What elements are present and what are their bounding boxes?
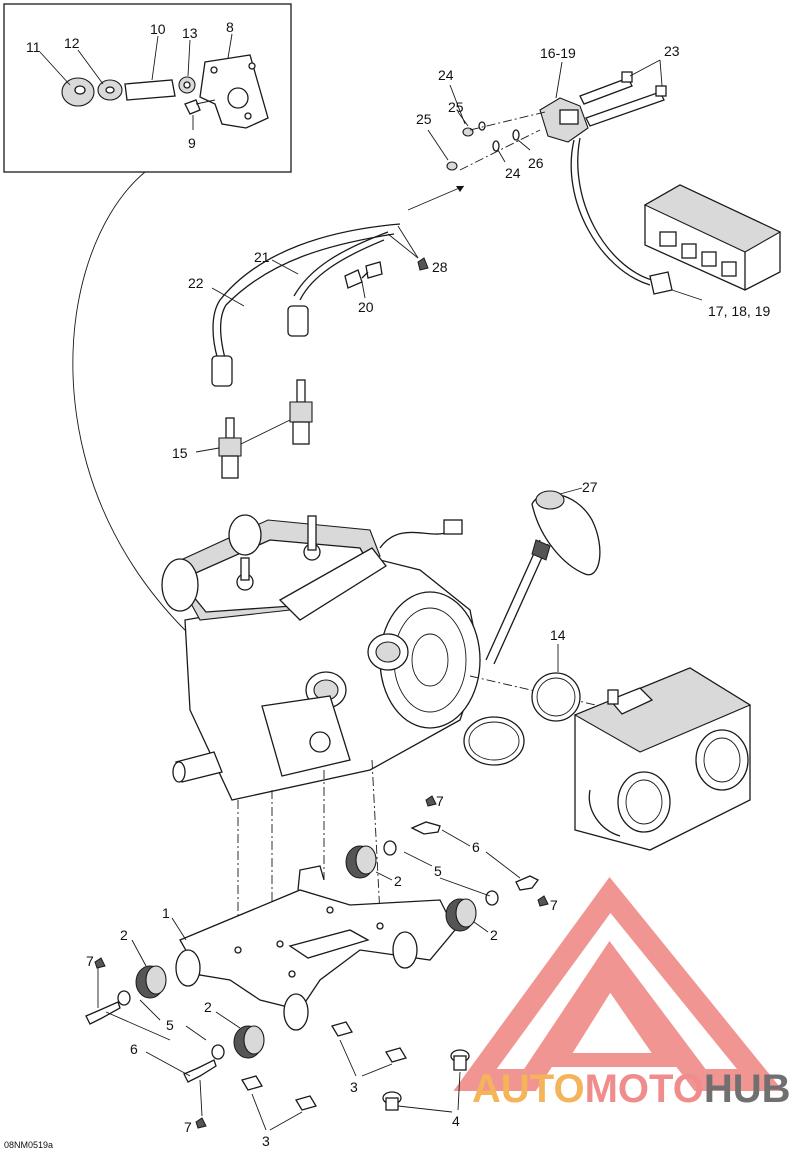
callout-labels: 11 12 10 13 8 9 24 25 25 24 26 16-19 23 …: [26, 19, 770, 1149]
watermark-part2: MOTO: [585, 1067, 704, 1111]
electronic-module: [643, 184, 782, 301]
callout-17-18-19: 17, 18, 19: [708, 303, 770, 319]
callout-5-b: 5: [166, 1017, 174, 1033]
callout-11: 11: [26, 39, 41, 55]
callout-3-a: 3: [350, 1079, 358, 1095]
rubber-mounts: [131, 845, 489, 1059]
callout-23: 23: [664, 43, 680, 59]
ignition-wires: [211, 185, 465, 387]
bolt: [184, 99, 201, 115]
callout-6-b: 6: [130, 1041, 138, 1057]
callout-26: 26: [528, 155, 544, 171]
watermark-part1: AUTO: [472, 1067, 585, 1111]
callout-7-d: 7: [184, 1119, 192, 1135]
callout-2-b: 2: [490, 927, 498, 943]
watermark-logo: [453, 876, 784, 1091]
flange-nuts: [241, 1021, 407, 1131]
callout-25: 25: [416, 111, 432, 127]
engine-mount: [171, 865, 456, 1031]
diagram-code: 08NM0519a: [4, 1140, 53, 1150]
callout-5-a: 5: [434, 863, 442, 879]
callout-4: 4: [452, 1113, 460, 1129]
callout-12: 12: [64, 35, 80, 51]
callout-6-a: 6: [472, 839, 480, 855]
watermark-part3: HUB: [704, 1067, 791, 1111]
callout-2-d: 2: [204, 999, 212, 1015]
hose-clamps: [463, 644, 581, 766]
callout-22: 22: [188, 275, 204, 291]
callout-20: 20: [358, 299, 374, 315]
callout-1: 1: [162, 905, 170, 921]
callout-24-top: 24: [438, 67, 454, 83]
callout-2-c: 2: [120, 927, 128, 943]
callout-13: 13: [182, 25, 198, 41]
engine-block: [161, 514, 601, 980]
watermark-text: AUTOMOTOHUB: [472, 1067, 791, 1111]
callout-8: 8: [226, 19, 234, 35]
callout-7-a: 7: [436, 793, 444, 809]
callout-21: 21: [254, 249, 270, 265]
callout-28: 28: [432, 259, 448, 275]
shoulder-bolts: [382, 1049, 470, 1113]
callout-15: 15: [172, 445, 188, 461]
carburetor-assembly: [573, 667, 752, 851]
inset-detail-box: [3, 3, 292, 173]
callout-16-19: 16-19: [540, 45, 576, 61]
callout-14: 14: [550, 627, 566, 643]
sleeve: [124, 79, 176, 101]
callout-7-b: 7: [550, 897, 558, 913]
ignition-coil-assembly: [427, 59, 667, 286]
callout-10: 10: [150, 21, 166, 37]
callout-27: 27: [582, 479, 598, 495]
callout-7-c: 7: [86, 953, 94, 969]
callout-9: 9: [188, 135, 196, 151]
sensor-with-cable: [485, 487, 601, 665]
washers-bolts-nuts: [85, 795, 549, 1129]
callout-25-top: 25: [448, 99, 464, 115]
spark-plugs: [195, 379, 313, 479]
callout-2-a: 2: [394, 873, 402, 889]
callout-24: 24: [505, 165, 521, 181]
callout-3-b: 3: [262, 1133, 270, 1149]
